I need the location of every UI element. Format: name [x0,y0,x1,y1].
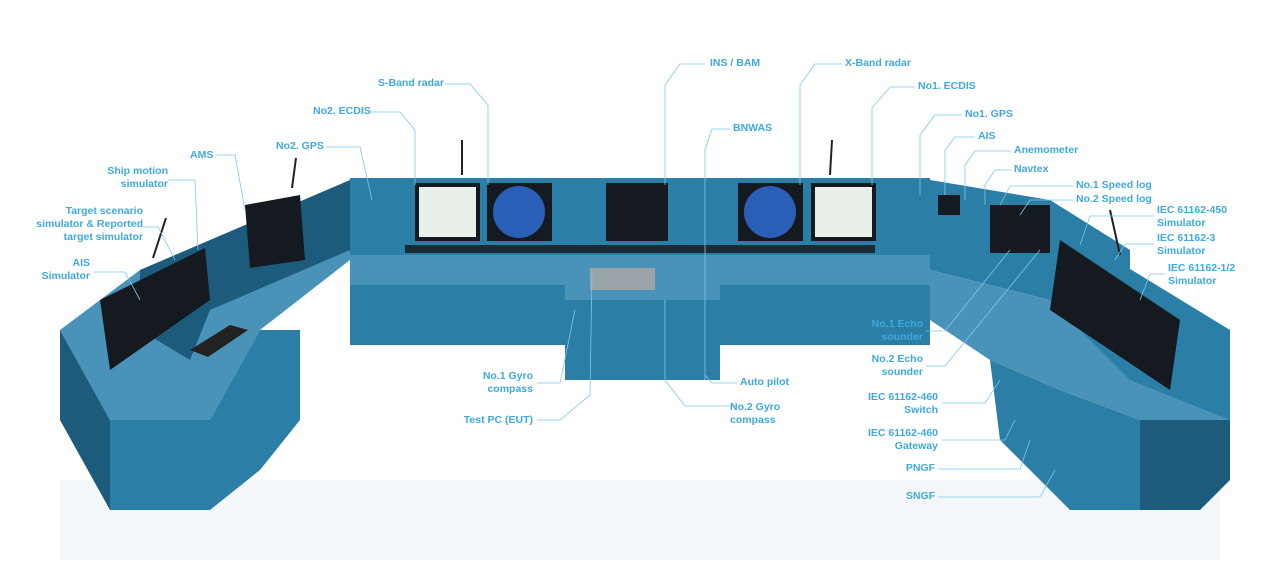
label-ams: AMS [190,149,214,161]
ins-bam-screen [606,183,668,241]
label-ins-bam: INS / BAM [710,57,761,69]
left-sim-screens [100,248,210,370]
label-iec-61162-3-simulator: IEC 61162-3 Simulator [1157,232,1216,257]
ais-unit [938,195,960,215]
left-keyboard [190,325,248,357]
label-no1-speed-log: No.1 Speed log [1076,179,1152,191]
label-sngf: SNGF [905,490,935,502]
label-s-band-radar: S-Band radar [378,77,444,89]
label-no2-echo-sounder: No.2 Echo sounder [871,353,923,378]
label-no1-gps: No1. GPS [965,108,1013,120]
label-no2-gps: No2. GPS [276,140,324,152]
right-wing-end [1140,420,1230,510]
label-iec-61162-460-gateway: IEC 61162-460 Gateway [867,427,938,452]
label-ais: AIS [978,130,996,142]
ams-screen [245,195,305,268]
label-x-band-radar: X-Band radar [845,57,911,69]
label-bnwas: BNWAS [733,122,773,134]
label-no1-echo-sounder: No.1 Echo sounder [871,318,923,343]
label-no2-speed-log: No.2 Speed log [1076,193,1152,205]
label-iec-61162-1-2-simulator: IEC 61162-1/2 Simulator [1168,262,1236,287]
pedestal-screen [590,268,655,290]
left-wing-front [110,330,300,510]
label-ship-motion-simulator: Ship motion simulator [107,165,168,190]
label-no1-ecdis: No1. ECDIS [918,80,976,92]
label-iec-61162-450-simulator: IEC 61162-450 Simulator [1157,204,1228,229]
centre-pedestal [565,300,720,380]
speed-log-panel [990,205,1050,253]
label-target-scenario-simulator: Target scenario simulator & Reported tar… [36,205,143,243]
label-no1-gyro-compass: No.1 Gyro compass [482,370,533,395]
label-auto-pilot: Auto pilot [740,376,789,388]
label-ais-simulator: AIS Simulator [41,257,90,282]
label-navtex: Navtex [1014,163,1049,175]
right-sim-screens [1050,240,1180,390]
left-wing-back [60,330,110,510]
label-iec-61162-460-switch: IEC 61162-460 Switch [867,391,938,416]
label-anemometer: Anemometer [1014,144,1079,156]
centre-keyboards [405,245,875,253]
label-no2-ecdis: No2. ECDIS [313,105,371,117]
floor-reflection [60,480,1220,560]
right-wing-front [990,360,1140,510]
label-no2-gyro-compass: No.2 Gyro compass [730,401,781,426]
label-pngf: PNGF [905,462,935,474]
label-test-pc-eut: Test PC (EUT) [463,414,533,426]
leader-lines [94,63,1165,498]
